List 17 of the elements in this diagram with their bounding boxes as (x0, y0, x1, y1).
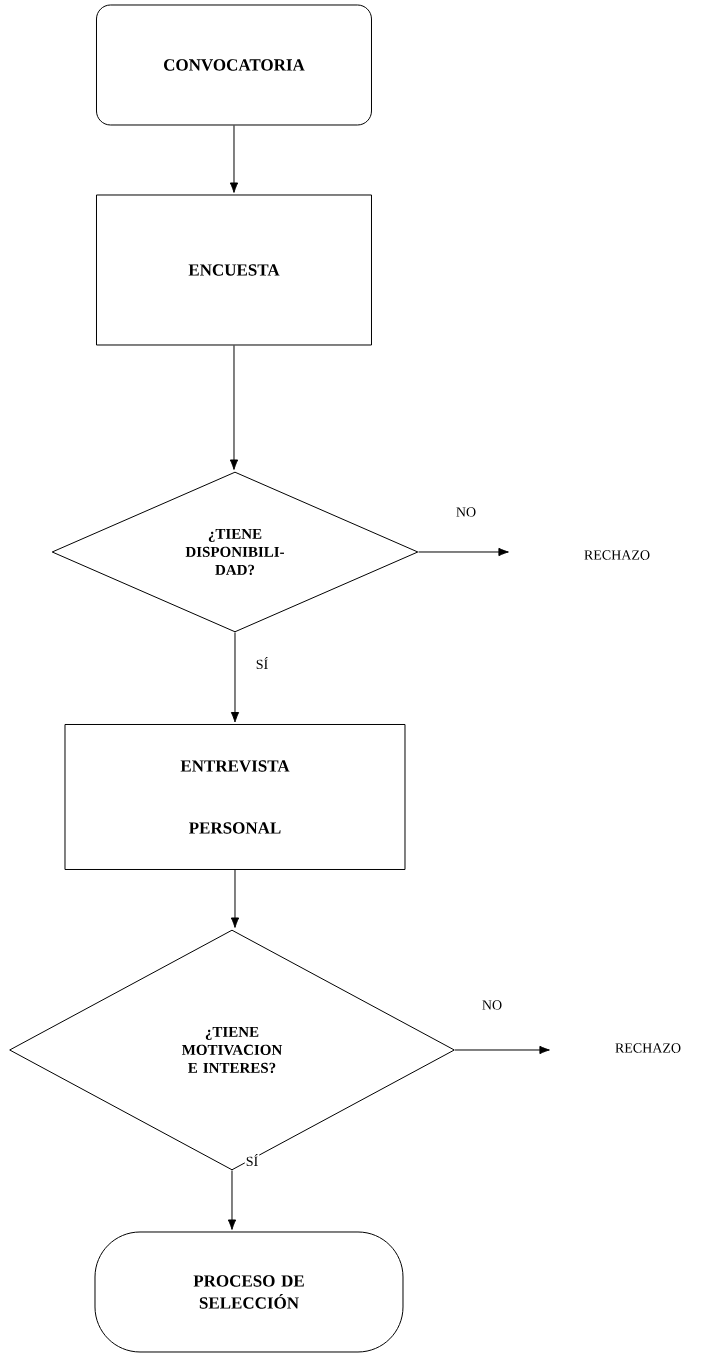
edge-label: SÍ (244, 1152, 260, 1168)
arrow (227, 1170, 237, 1230)
end-text: RECHAZO (584, 550, 650, 560)
terminal-box: PROCESO DE SELECCIÓN (94, 1231, 404, 1353)
end-text: RECHAZO (615, 1043, 681, 1053)
arrow (418, 547, 509, 557)
arrow (230, 632, 240, 723)
process-box: ENCUESTA (96, 194, 372, 346)
start-box: CONVOCATORIA (96, 4, 372, 126)
edge-label: SÍ (254, 655, 270, 671)
edge-label: NO (454, 506, 478, 518)
arrow (230, 869, 240, 928)
edge-label: NO (480, 999, 504, 1011)
arrow (229, 345, 239, 470)
process-box: ENTREVISTA PERSONAL (64, 724, 406, 870)
arrow (454, 1045, 550, 1055)
arrow (229, 125, 239, 193)
